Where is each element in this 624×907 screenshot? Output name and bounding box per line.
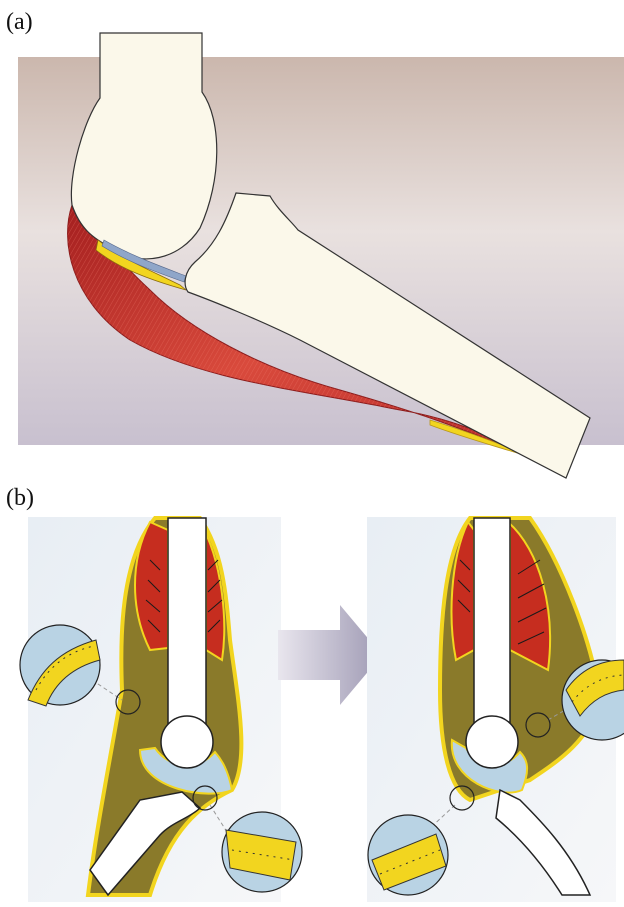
left-inset-lower	[222, 812, 302, 892]
panel-a-illustration	[18, 33, 624, 478]
left-humerus-head	[161, 716, 213, 768]
transition-arrow	[278, 605, 382, 705]
panel-b-left-illustration	[20, 517, 302, 902]
right-humerus-head	[466, 716, 518, 768]
right-inset-lower	[368, 815, 448, 895]
panel-b-right-illustration	[367, 517, 624, 902]
left-inset-upper	[20, 625, 100, 706]
